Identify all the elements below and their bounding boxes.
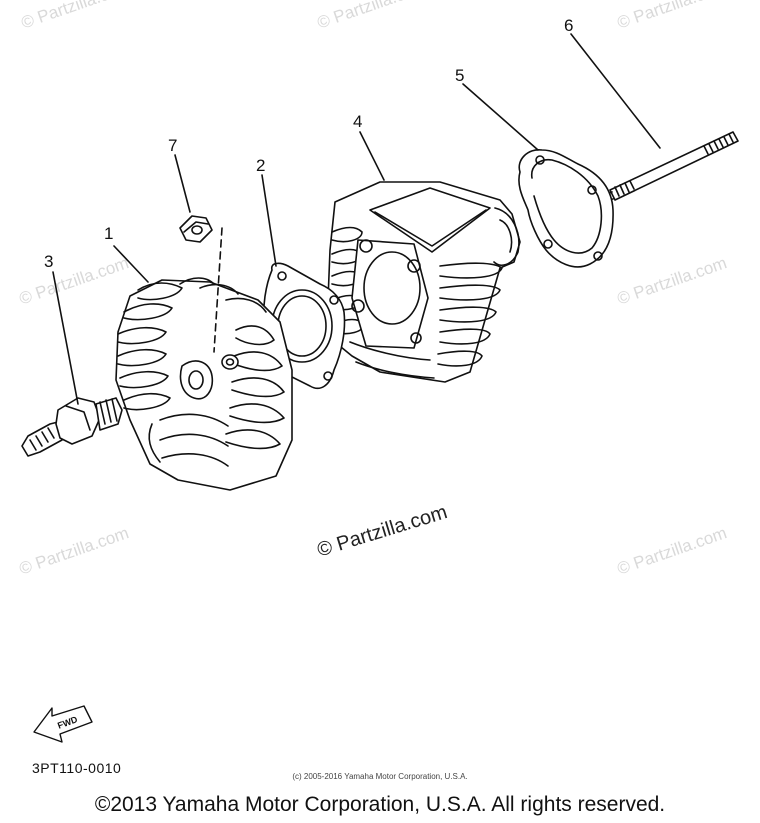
diagram-code: 3PT110-0010 — [32, 760, 122, 776]
callout-number: 6 — [564, 16, 574, 35]
callout-number: 2 — [256, 156, 266, 175]
main-copyright: ©2013 Yamaha Motor Corporation, U.S.A. A… — [94, 793, 666, 816]
cylinder — [328, 182, 520, 382]
spark-plug — [22, 398, 122, 456]
callout-number: 3 — [44, 252, 54, 271]
small-copyright: (c) 2005-2016 Yamaha Motor Corporation, … — [292, 772, 468, 781]
fwd-arrow-icon — [34, 706, 92, 742]
stud-bolt — [608, 132, 738, 200]
cylinder-head — [116, 228, 292, 490]
callout-number: 5 — [455, 66, 465, 85]
cylinder-gasket — [519, 150, 613, 267]
callout-number: 1 — [104, 224, 114, 243]
callout-number: 7 — [168, 136, 178, 155]
callout-number: 4 — [353, 112, 363, 131]
nut — [180, 216, 212, 242]
